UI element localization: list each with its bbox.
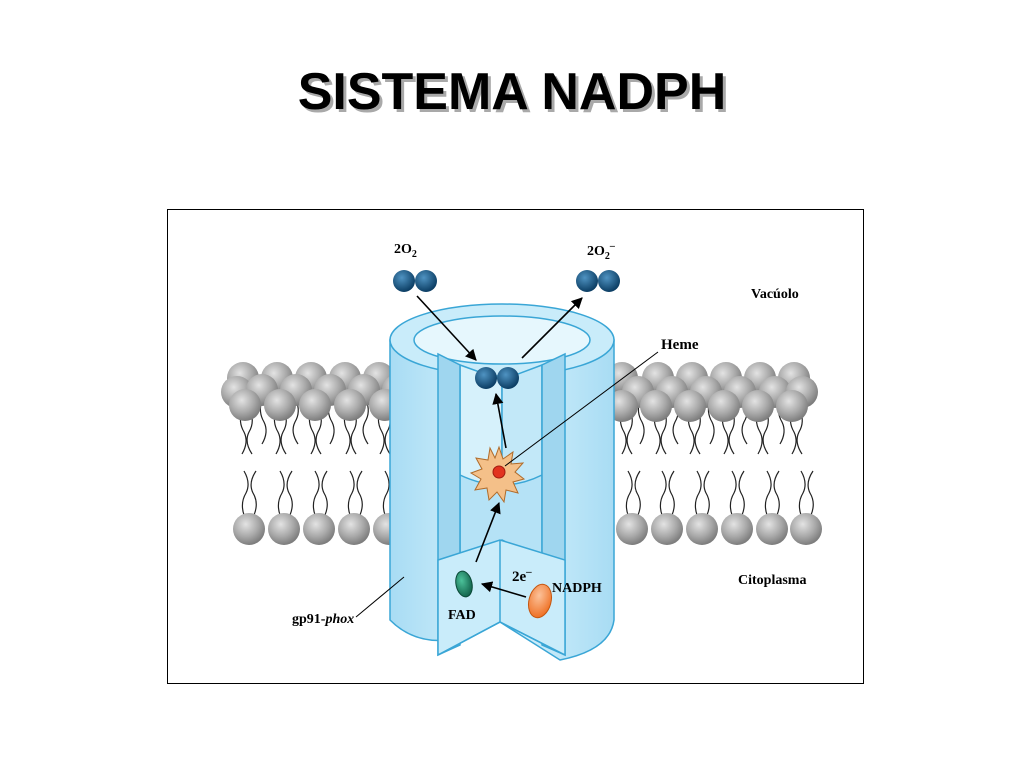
label-superoxide: 2O2– <box>587 241 616 262</box>
o2-molecule-outside <box>393 270 437 292</box>
right-membrane-heads-lower <box>616 513 822 545</box>
arrow-fad-to-heme <box>475 501 501 563</box>
right-membrane-tails <box>619 399 814 516</box>
page-title: SISTEMA NADPH <box>297 63 727 121</box>
label-nadph: NADPH <box>552 581 602 596</box>
arrow-o2-out <box>521 297 583 359</box>
label-cytoplasm: Citoplasma <box>738 573 806 588</box>
label-gp91-phox: gp91-phox <box>292 612 354 627</box>
heme-leader-line <box>504 351 659 467</box>
right-membrane-heads-upper <box>606 362 818 422</box>
label-fad: FAD <box>448 608 476 623</box>
nadph-icon <box>527 583 553 619</box>
arrow-heme-to-o2 <box>492 392 507 449</box>
left-membrane-heads-lower <box>233 513 405 545</box>
label-electrons: 2e– <box>512 566 532 585</box>
o2-molecule-inside <box>475 367 519 389</box>
fad-icon <box>455 570 473 598</box>
heme-icon <box>469 445 526 504</box>
label-o2-in: 2O2 <box>394 242 417 260</box>
label-vacuole: Vacúolo <box>751 287 799 302</box>
electron-flow-arrows <box>416 295 583 598</box>
arrow-o2-in <box>416 295 477 361</box>
gp91-leader-line <box>355 576 405 618</box>
label-heme: Heme <box>661 337 699 353</box>
superoxide-molecule <box>576 270 620 292</box>
arrow-nadph-to-fad <box>480 581 527 598</box>
